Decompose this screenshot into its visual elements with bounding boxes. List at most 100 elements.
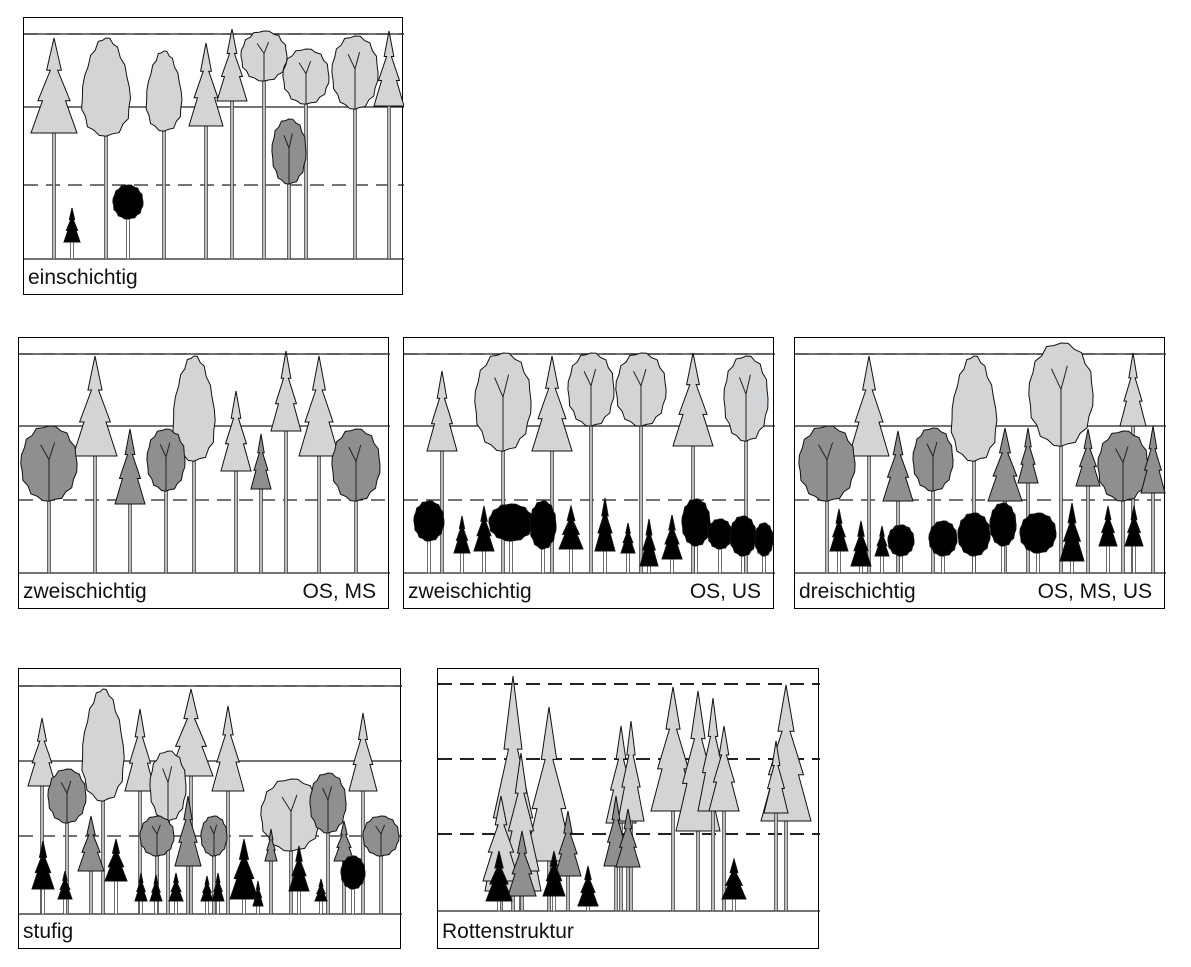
tree-trunk [174, 900, 178, 915]
conifer-tree [661, 514, 683, 560]
tree-trunk [256, 905, 260, 915]
tree-branches [298, 60, 312, 104]
conifer-tree [531, 355, 573, 452]
stand-diagram [19, 350, 390, 574]
panel-label: einschichtig [28, 266, 138, 289]
panel-zweischichtig-os-ms: zweischichtig OS, MS [18, 337, 390, 609]
tree-trunk [711, 810, 715, 912]
tree-trunk [1151, 492, 1155, 574]
tree-trunk [569, 548, 573, 574]
tree-trunk [1106, 545, 1110, 574]
conifer-tree [188, 42, 224, 127]
deciduous-tree-round [413, 500, 445, 542]
tree-trunk [234, 470, 238, 574]
tree-trunk [297, 890, 301, 915]
deciduous-tree-conical [81, 37, 132, 137]
panel-stufig: stufig [18, 668, 402, 949]
deciduous-tree-round [707, 518, 733, 550]
tree-branches [348, 444, 362, 501]
deciduous-tree-conical [172, 355, 216, 462]
conifer-tree [848, 355, 890, 457]
stand-diagram [795, 342, 1166, 574]
conifer-tree [270, 350, 302, 432]
tree-trunk [361, 790, 365, 915]
panel-label: dreischichtig [799, 580, 916, 603]
layer-codes: OS, MS [302, 580, 376, 603]
tree-trunk [262, 55, 266, 260]
conifer-tree [211, 705, 245, 792]
tree-trunk [226, 790, 230, 915]
deciduous-tree-round [928, 520, 958, 557]
conifer-tree [114, 428, 146, 505]
tree-trunk [696, 830, 700, 912]
tree-branches [375, 824, 386, 856]
conifer-tree [149, 874, 163, 902]
tree-branches [322, 786, 333, 833]
conifer-tree [220, 390, 252, 472]
conifer-tree [229, 838, 259, 900]
conifer-tree [721, 857, 747, 900]
stand-diagram [404, 352, 775, 574]
deciduous-tree-round [681, 498, 711, 547]
tree-branches [818, 442, 834, 501]
tree-branches [633, 368, 647, 426]
tree-trunk [317, 455, 321, 574]
conifer-tree [72, 355, 118, 457]
tree-trunk [670, 558, 674, 574]
tree-branches [281, 794, 298, 851]
tree-branches [347, 51, 361, 109]
stand-diagram [24, 28, 404, 260]
tree-trunk [626, 866, 630, 912]
tree-trunk [216, 900, 220, 915]
tree-trunk [319, 900, 323, 915]
panel-label: zweischichtig [408, 580, 532, 603]
conifer-tree [507, 830, 537, 897]
tree-trunk [387, 105, 391, 260]
conifer-tree [134, 872, 148, 902]
conifer-tree [288, 845, 310, 892]
deciduous-tree-conical [81, 688, 125, 802]
conifer-tree [485, 850, 513, 902]
tree-branches [159, 442, 171, 491]
tree-trunk [671, 810, 675, 912]
tree-trunk [482, 550, 486, 574]
tree-branches [1050, 365, 1068, 446]
tree-trunk [70, 241, 74, 260]
conifer-tree [620, 522, 636, 554]
tree-trunk [93, 455, 97, 574]
tree-trunk [269, 860, 273, 915]
tree-trunk [566, 875, 570, 912]
tree-branches [40, 442, 56, 501]
conifer-tree [168, 688, 214, 777]
tree-branches [60, 780, 72, 823]
conifer-tree [77, 815, 105, 872]
deciduous-tree-round [729, 515, 757, 557]
tree-branches [209, 824, 218, 856]
tree-trunk [1070, 560, 1074, 574]
tree-trunk [205, 900, 209, 915]
conifer-tree [124, 708, 156, 792]
tree-trunk [52, 132, 56, 260]
tree-trunk [259, 488, 263, 574]
tree-trunk [497, 900, 501, 912]
conifer-tree [1017, 427, 1039, 484]
conifer-tree [850, 520, 872, 567]
deciduous-tree-conical [950, 355, 998, 462]
conifer-tree [558, 504, 584, 550]
conifer-tree [874, 525, 890, 557]
conifer-tree [211, 872, 225, 902]
conifer-tree [216, 28, 248, 102]
tree-branches [1115, 446, 1129, 501]
tree-branches [151, 824, 161, 856]
conifer-tree [829, 508, 849, 552]
tree-trunk [63, 898, 67, 915]
conifer-tree [542, 850, 566, 897]
conifer-tree [577, 865, 599, 907]
conifer-tree [524, 706, 574, 862]
panel-rottenstruktur: Rottenstruktur [437, 668, 820, 949]
tree-trunk [552, 895, 556, 912]
tree-trunk [859, 565, 863, 574]
conifer-tree [1124, 505, 1144, 547]
stand-diagram [19, 685, 402, 915]
conifer-tree [104, 838, 128, 882]
